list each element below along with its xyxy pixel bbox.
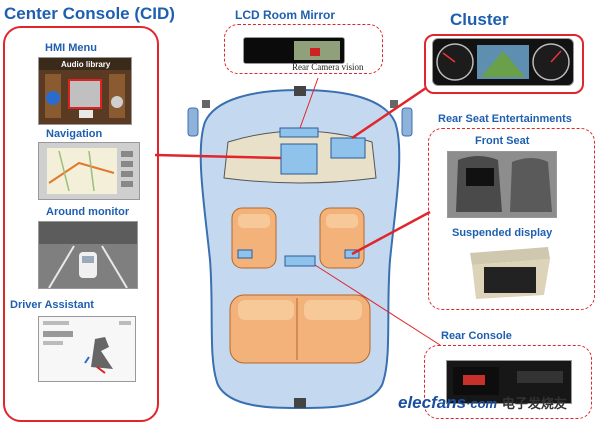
- rear-sensor: [294, 398, 306, 408]
- left-side-mirror: [187, 107, 199, 137]
- driver-assistant-image: [38, 316, 136, 382]
- navigation-image: [38, 142, 140, 200]
- watermark: elecfans·com 电子发烧友: [398, 393, 567, 413]
- lcd-room-mirror-image: [243, 37, 345, 64]
- hmi-menu-image: Audio library: [38, 57, 132, 125]
- suspended-display-label: Suspended display: [452, 227, 553, 239]
- suspended-display-box: [284, 255, 316, 267]
- rear-seat-connector-line: [351, 210, 431, 256]
- rear-seat-entertainments-panel: [428, 128, 595, 310]
- lcd-room-mirror-title: LCD Room Mirror: [235, 8, 335, 22]
- around-monitor-image: [38, 221, 138, 289]
- navigation-label: Navigation: [46, 128, 103, 140]
- around-monitor-label: Around monitor: [46, 206, 130, 218]
- cluster-connector-line: [351, 86, 427, 140]
- cluster-image: [432, 38, 574, 86]
- room-mirror-bar: [279, 127, 319, 138]
- audio-library-text: Audio library: [61, 60, 111, 69]
- rear-console-title: Rear Console: [441, 330, 512, 342]
- rear-console-connector-line: [314, 264, 441, 346]
- cluster-title: Cluster: [450, 10, 509, 29]
- cluster-panel: [424, 34, 584, 94]
- driver-assistant-label: Driver Assistant: [10, 299, 94, 311]
- hmi-menu-label: HMI Menu: [45, 42, 97, 54]
- right-side-mirror: [401, 107, 413, 137]
- watermark-chinese: 电子发烧友: [501, 397, 567, 412]
- center-console-panel: [3, 26, 159, 422]
- suspended-display-image: [462, 245, 557, 301]
- cluster-screen: [330, 137, 366, 159]
- cid-screen: [280, 143, 318, 175]
- mirror-connector-line: [299, 77, 319, 129]
- center-console-title: Center Console (CID): [4, 4, 175, 23]
- watermark-brand: elecfans: [398, 393, 467, 412]
- front-sensor: [294, 86, 306, 96]
- rear-console-image: [446, 360, 572, 404]
- lcd-room-mirror-panel: [224, 24, 383, 74]
- rear-camera-vision-caption: Rear Camera vision: [292, 62, 364, 72]
- rear-seat-entertainments-title: Rear Seat Entertainments: [438, 113, 572, 125]
- front-seat-image: [447, 151, 557, 218]
- front-seat-label: Front Seat: [475, 135, 530, 147]
- watermark-dotcom: ·com: [466, 396, 498, 411]
- cid-connector-line: [154, 153, 282, 160]
- rear-console-panel: [424, 345, 592, 419]
